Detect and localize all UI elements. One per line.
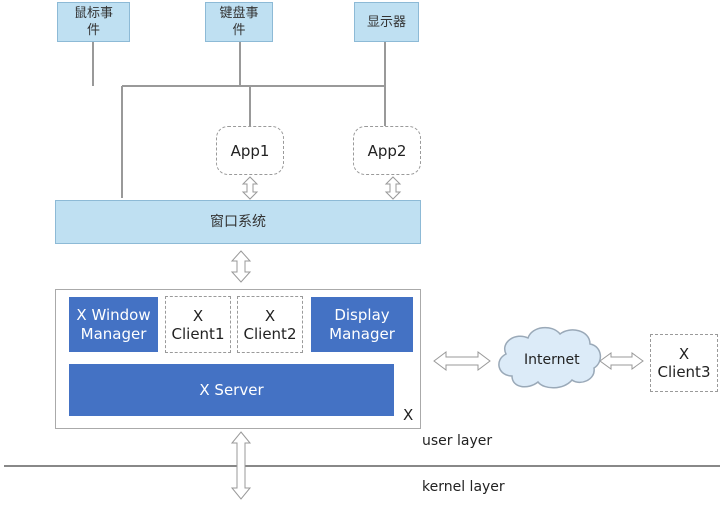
x-window-manager-label: X Window Manager (76, 305, 151, 343)
x-server-box: X Server (69, 364, 394, 416)
x-client2-label: X Client2 (243, 306, 297, 343)
x-window-manager-box: X Window Manager (69, 297, 158, 352)
kernel-user-arrow (230, 431, 252, 500)
display-box: 显示器 (354, 2, 419, 42)
kernel-layer-label: kernel layer (422, 479, 505, 495)
display-manager-box: Display Manager (311, 297, 413, 352)
window-x-arrow (230, 250, 252, 283)
display-label: 显示器 (366, 14, 406, 30)
mouse-events-label: 鼠标事件 (73, 6, 113, 38)
x-client3-box: X Client3 (650, 334, 718, 392)
app2-window-arrow (384, 176, 402, 200)
app2-label: App2 (367, 141, 407, 160)
app1-box: App1 (216, 126, 284, 175)
internet-cloud-icon (498, 326, 602, 389)
user-layer-label: user layer (422, 433, 493, 449)
app2-box: App2 (353, 126, 421, 175)
x-client1-box: X Client1 (165, 296, 231, 353)
x-client1-label: X Client1 (171, 306, 225, 343)
app1-label: App1 (230, 141, 270, 160)
window-system-box: 窗口系统 (55, 200, 421, 244)
x-container-corner-label: X (403, 406, 414, 424)
x-internet-arrow (433, 351, 491, 371)
app1-window-arrow (241, 176, 259, 200)
display-manager-label: Display Manager (329, 305, 395, 343)
x-client2-box: X Client2 (237, 296, 303, 353)
x-server-label: X Server (199, 380, 264, 399)
internet-client3-arrow (599, 352, 644, 370)
mouse-events-box: 鼠标事件 (57, 2, 130, 42)
keyboard-events-box: 键盘事件 (205, 2, 273, 42)
internet-label: Internet (524, 352, 580, 368)
window-system-label: 窗口系统 (210, 213, 266, 230)
x-client3-label: X Client3 (657, 345, 711, 381)
keyboard-events-label: 键盘事件 (219, 6, 259, 38)
